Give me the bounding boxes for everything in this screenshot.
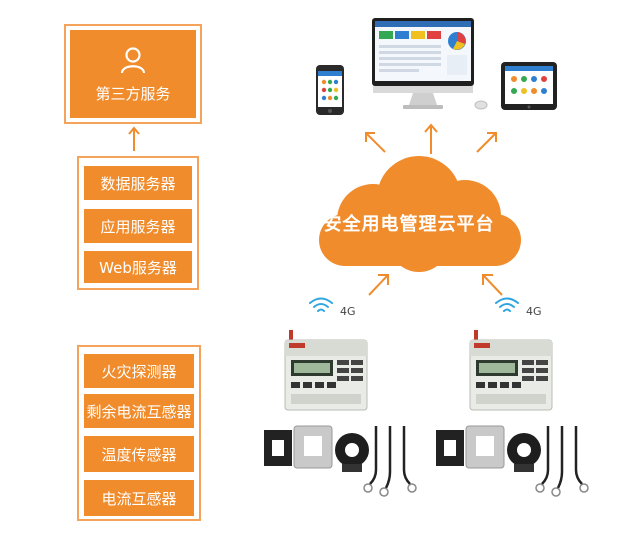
phone-device bbox=[316, 65, 344, 115]
cloud-platform-label: 安全用电管理云平台 bbox=[323, 214, 495, 235]
network-4g-left: 4G bbox=[340, 305, 356, 318]
server-app-label: 应用服务器 bbox=[100, 217, 176, 236]
server-web-label: Web服务器 bbox=[99, 258, 177, 277]
arrow-right-device-to-cloud bbox=[482, 274, 503, 296]
sensor-temperature: 温度传感器 bbox=[84, 436, 194, 472]
sensor-residual-current-label: 剩余电流互感器 bbox=[86, 402, 192, 421]
sensor-set-left bbox=[264, 425, 417, 497]
desktop-monitor bbox=[372, 18, 474, 109]
server-data-label: 数据服务器 bbox=[100, 174, 176, 193]
sensor-current: 电流互感器 bbox=[84, 480, 194, 516]
tablet-device bbox=[501, 62, 557, 110]
sensor-fire-label: 火灾探测器 bbox=[101, 362, 177, 381]
server-app: 应用服务器 bbox=[84, 209, 192, 243]
monitoring-device-right bbox=[469, 330, 553, 411]
monitoring-device-left bbox=[284, 330, 368, 411]
sensor-set-right bbox=[436, 425, 589, 497]
server-web: Web服务器 bbox=[84, 251, 192, 283]
arrow-left-device-to-cloud bbox=[368, 274, 389, 296]
sensor-residual-current: 剩余电流互感器 bbox=[84, 394, 194, 428]
sensor-current-label: 电流互感器 bbox=[101, 489, 177, 508]
wifi-icon bbox=[495, 297, 519, 312]
arrow-up-to-third-party bbox=[128, 126, 140, 151]
wifi-icon bbox=[309, 297, 333, 312]
third-party-label: 第三方服务 bbox=[95, 84, 171, 103]
third-party-box: 第三方服务 bbox=[70, 30, 196, 118]
cloud-shape bbox=[319, 156, 521, 272]
sensor-temperature-label: 温度传感器 bbox=[101, 445, 177, 464]
user-icon bbox=[120, 46, 146, 73]
sensor-fire: 火灾探测器 bbox=[84, 354, 194, 388]
server-data: 数据服务器 bbox=[84, 166, 192, 200]
mouse-device bbox=[474, 100, 488, 110]
arrows-cloud-to-devices bbox=[365, 123, 497, 154]
network-4g-right: 4G bbox=[526, 305, 542, 318]
